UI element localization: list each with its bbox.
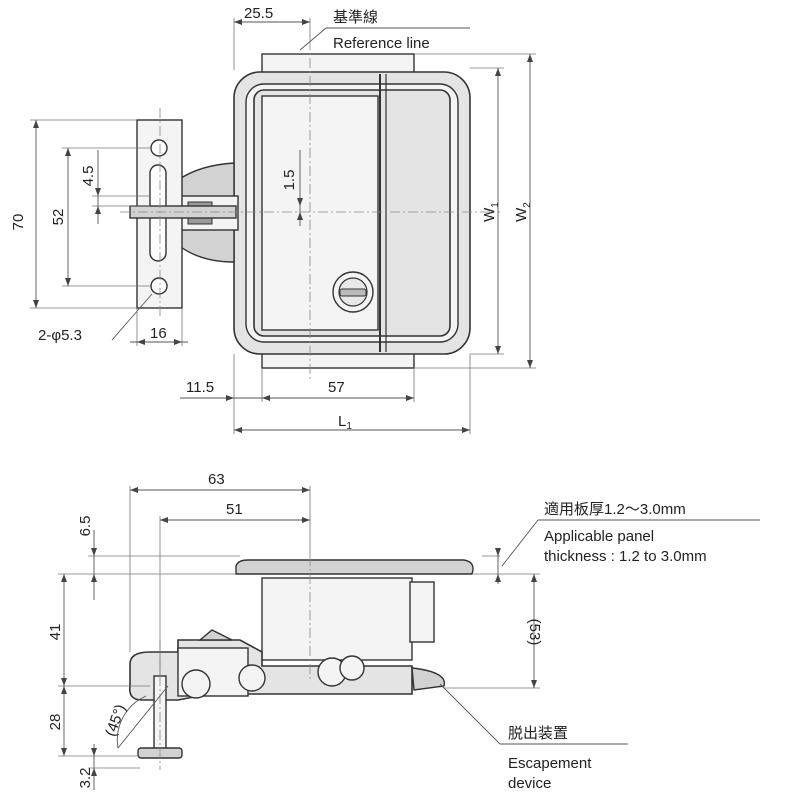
dim-63: 63 xyxy=(208,471,225,488)
pivot-2 xyxy=(238,664,266,692)
dim-4-5: 4.5 xyxy=(80,166,97,187)
panel-thickness-en-1: Applicable panel xyxy=(544,528,654,545)
reference-line-jp: 基準線 xyxy=(333,9,378,26)
reference-line-en: Reference line xyxy=(333,35,430,52)
pivot-1 xyxy=(181,669,211,699)
mounting-hole-top xyxy=(150,139,168,157)
dim-holes: 2-φ5.3 xyxy=(38,327,82,344)
dim-6-5: 6.5 xyxy=(77,516,94,537)
dim-w1: W1 xyxy=(481,202,501,222)
mounting-hole-bottom xyxy=(150,277,168,295)
dim-1-5: 1.5 xyxy=(281,170,298,191)
dim-28: 28 xyxy=(47,714,64,731)
dim-51: 51 xyxy=(226,501,243,518)
dim-3-2: 3.2 xyxy=(77,768,94,789)
panel-thickness-en-2: thickness : 1.2 to 3.0mm xyxy=(544,548,707,565)
dim-w2: W2 xyxy=(513,202,533,222)
dim-45-deg: (45°) xyxy=(102,702,129,739)
pivot-4 xyxy=(339,655,365,681)
escapement-hook xyxy=(411,667,446,691)
dim-16: 16 xyxy=(150,325,167,342)
side-flange xyxy=(235,559,474,575)
top-flange-plate xyxy=(261,53,415,75)
escapement-en-2: device xyxy=(508,775,551,792)
escapement-en-1: Escapement xyxy=(508,755,592,772)
panel-thickness-jp: 適用板厚1.2～3.0mm xyxy=(544,500,686,518)
dim-25-5: 25.5 xyxy=(244,5,273,22)
side-view: 63 51 6.5 41 28 3.2 xyxy=(47,471,760,792)
dim-l1: L1 xyxy=(338,413,352,432)
dim-11-5: 11.5 xyxy=(186,379,214,396)
side-body xyxy=(261,577,413,661)
escapement-jp: 脱出装置 xyxy=(508,725,568,742)
dim-53: (53) xyxy=(526,619,543,646)
top-view: 25.5 基準線 Reference line 70 52 4.5 1.5 xyxy=(10,5,536,434)
dim-52: 52 xyxy=(50,209,67,226)
dim-70: 70 xyxy=(10,214,27,231)
dim-41: 41 xyxy=(47,624,64,641)
side-stop xyxy=(409,581,435,643)
dim-57: 57 xyxy=(328,379,345,396)
